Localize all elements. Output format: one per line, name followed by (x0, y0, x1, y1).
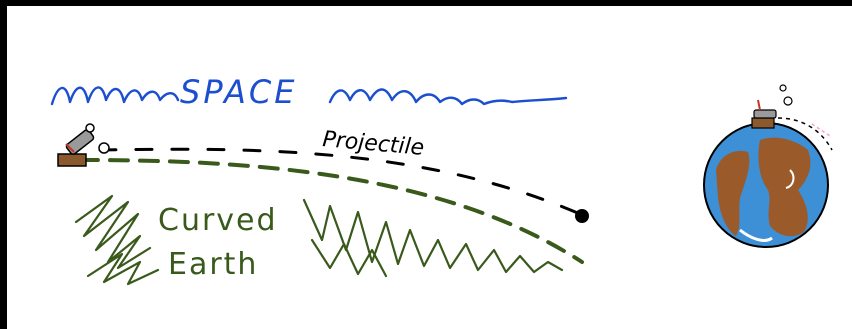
space-label: SPACE (180, 73, 297, 111)
curved-label: Curved (158, 203, 278, 238)
space-squiggle (50, 86, 568, 106)
earth-globe-icon (703, 84, 833, 248)
earth-curve (78, 158, 584, 264)
projectile-ball (575, 209, 589, 223)
earth-label: Earth (168, 247, 258, 282)
projectile-label: Projectile (321, 127, 425, 161)
cannon-icon (57, 123, 110, 167)
projectile-path (98, 147, 582, 216)
earth-scribble (74, 194, 564, 286)
